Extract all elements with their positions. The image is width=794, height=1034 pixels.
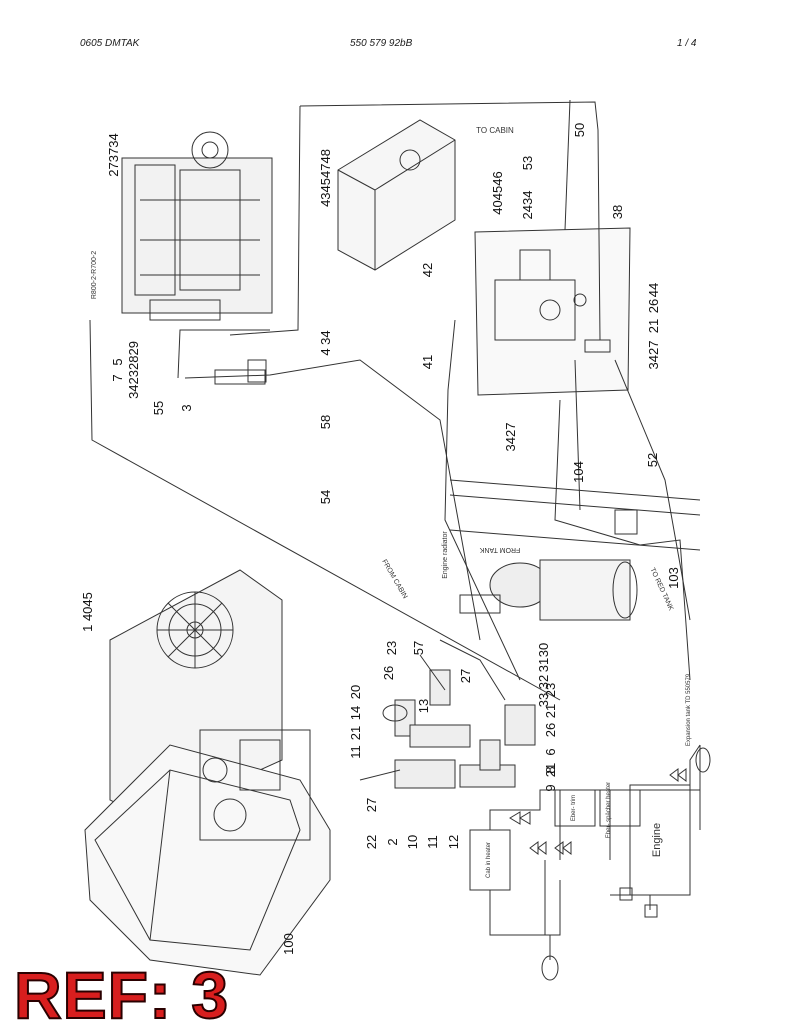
label-eberspacher: Eber- spächer heater [606,782,612,838]
callout-c2: 2 [385,838,400,845]
callout-c404546: 404546 [490,171,505,214]
callout-c2434: 2434 [520,191,535,220]
cabin [84,729,331,976]
callout-c27a: 27 [458,669,473,683]
callout-c44: 44 [646,283,661,297]
callout-c57: 57 [411,641,426,655]
valve-panel [474,227,631,396]
flow-schematic [469,744,711,981]
callout-c11a: 11 [348,745,363,759]
callout-c50: 50 [572,123,587,137]
callout-c23b: 23 [543,683,558,697]
callout-c52: 52 [645,453,660,467]
callout-c8: 8 [543,766,558,773]
callout-c3427a: 3427 [646,341,661,370]
callout-c10: 10 [405,835,420,849]
callout-c14045: 1 4045 [80,592,95,632]
callout-c22: 22 [364,835,379,849]
ref-label: REF: 3 [13,958,230,1032]
callout-c11b: 11 [425,835,440,849]
callout-c14: 14 [348,706,363,720]
heater-box [337,119,456,271]
callout-c21b: 21 [348,726,363,740]
callout-c54: 54 [318,490,333,504]
callout-c3: 3 [179,404,194,411]
callout-c21: 21 [646,319,661,333]
callout-c38: 38 [610,205,625,219]
callout-c3423: 34232829 [126,341,141,399]
callout-c26: 26 [646,299,661,313]
callout-c12: 12 [446,835,461,849]
callout-c31: 31 [536,658,551,672]
callout-c6: 6 [543,748,558,755]
header-left: 0605 DMTAK [80,38,140,49]
engine-block [121,131,273,321]
callout-c53: 53 [520,156,535,170]
hose-fittings [359,639,536,789]
callout-c30: 30 [536,643,551,657]
callout-c32: 32 [536,675,551,689]
callout-c21c: 21 [543,704,558,718]
callout-c434: 4 34 [318,330,333,355]
callout-c41: 41 [420,355,435,369]
callout-c3427b: 3427 [503,423,518,452]
callout-c33: 33 [536,693,551,707]
callout-c9: 9 [543,784,558,791]
label-to-cabin: TO CABIN [476,126,514,135]
label-engine-radiator: Engine radiator [442,531,449,579]
callout-c104: 104 [571,461,586,483]
callout-c23a: 23 [384,641,399,655]
label-expansion-tank: Expansion tank TD 550579 [686,673,692,746]
callout-c7: 7 [110,374,125,381]
callout-c26c: 26 [543,723,558,737]
callout-c103: 103 [666,567,681,589]
callout-c20: 20 [348,685,363,699]
label-drawing-no: R800-2-R700-2 [91,251,98,299]
callout-c27b: 27 [364,798,379,812]
label-engine: Engine [651,823,663,857]
callout-c13: 13 [416,699,431,713]
radiator-fan [109,569,283,821]
callout-c21d: 21 [543,763,558,777]
callout-c5: 5 [110,358,125,365]
callout-c58: 58 [318,415,333,429]
header-center: 550 579 92bB [350,38,413,49]
callout-c43454748: 43454748 [318,149,333,207]
label-ebertrim: Eber- trim [571,795,577,821]
callout-c55: 55 [151,401,166,415]
header-page-number: 1 / 4 [677,38,697,49]
label-cab-heater: Cab in heater [486,842,492,878]
callout-c26b: 26 [381,666,396,680]
callout-c273734: 273734 [106,133,121,176]
label-from-cabin: FROM CABIN [380,558,408,600]
callout-c100: 100 [281,933,296,955]
label-from-tank: FROM TANK [479,546,520,553]
callout-c42: 42 [420,263,435,277]
coolant-pump [459,509,638,621]
